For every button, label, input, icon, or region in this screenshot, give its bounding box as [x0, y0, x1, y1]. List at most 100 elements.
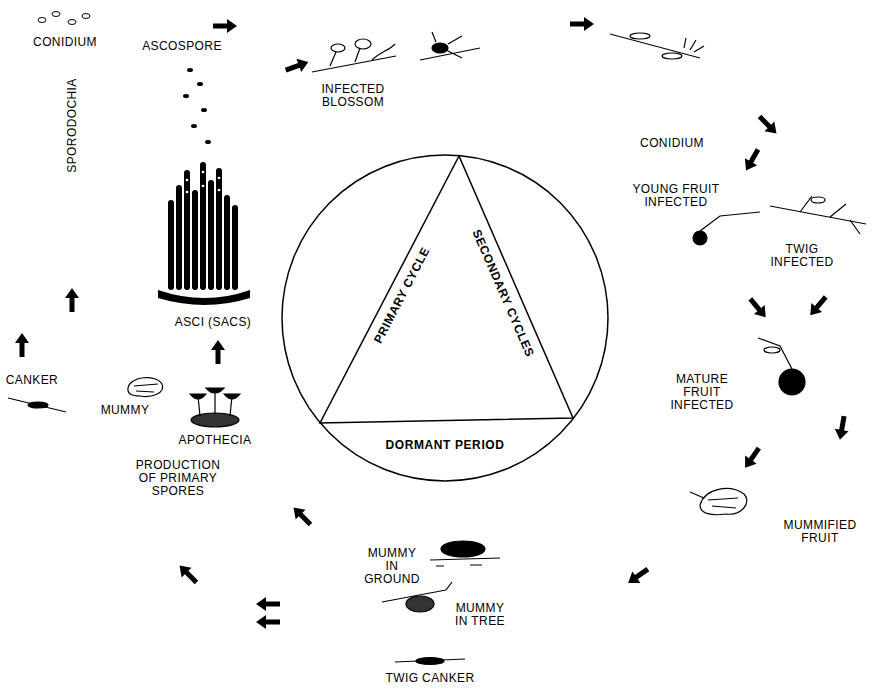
circle-outline	[282, 155, 608, 481]
asci-sketch	[184, 170, 190, 290]
stage-label: YOUNG FRUIT INFECTED	[620, 183, 732, 209]
asci-sketch	[158, 162, 250, 305]
asci-sketch	[232, 205, 238, 290]
cycle-arrow	[211, 340, 225, 364]
asci-spores	[202, 185, 205, 188]
asci-spores	[202, 171, 205, 174]
infected-blossom-sketch	[355, 48, 360, 62]
cycle-phase-label: PRIMARY CYCLE	[372, 245, 433, 345]
ascospore-sketch	[191, 124, 197, 128]
young-fruit-sketch	[693, 231, 707, 245]
infected-blossom-sketch	[432, 32, 462, 58]
conidia-sketch	[38, 18, 46, 23]
twig-infected-sketch	[811, 197, 825, 203]
cycle-arrow	[15, 17, 851, 629]
asci-sketch	[192, 190, 198, 290]
cycle-arrow	[624, 563, 652, 588]
stage-label: CONIDIUM	[640, 137, 704, 150]
stage-label: CONIDIUM	[33, 36, 97, 49]
infected-blossom-sketch	[312, 56, 396, 72]
infected-blossom-sketch	[420, 48, 480, 60]
cycle-circle: PRIMARY CYCLESECONDARY CYCLESDORMANT PER…	[280, 153, 610, 483]
stage-label: MUMMY IN GROUND	[361, 547, 423, 586]
stage-label: CANKER	[6, 374, 58, 387]
conidia-twig-sketch	[610, 33, 704, 59]
mummy-in-ground-sketch	[441, 541, 485, 557]
asci-spores	[218, 189, 221, 192]
apothecia-sketch	[190, 394, 206, 399]
cycle-arrow	[213, 19, 237, 33]
asci-sketch	[168, 200, 174, 290]
cycle-phase-label: DORMANT PERIOD	[385, 439, 504, 452]
asci-spores	[186, 179, 189, 182]
mature-fruit-sketch	[758, 338, 792, 369]
conidia-sketch	[38, 12, 90, 25]
twig-canker-sketch	[416, 658, 444, 665]
conidia-sketch	[52, 12, 60, 17]
asci-sketch	[158, 290, 250, 305]
stage-label: PRODUCTION OF PRIMARY SPORES	[128, 459, 228, 498]
mummy-in-tree-sketch	[382, 582, 452, 612]
mummified-fruit-sketch	[690, 492, 738, 508]
cycle-arrow	[739, 444, 764, 472]
stage-label: MUMMIFIED FRUIT	[779, 519, 861, 545]
mummified-fruit-sketch	[690, 489, 747, 515]
canker-sketch	[8, 398, 66, 412]
mummy-sketch	[128, 378, 163, 397]
cycle-arrow	[745, 294, 771, 321]
mummy-in-ground-sketch	[430, 558, 500, 560]
stage-label: INFECTED BLOSSOM	[312, 83, 394, 109]
infected-blossom-sketch	[372, 44, 395, 60]
ascospore-sketch	[187, 68, 193, 72]
asci-sketch	[208, 180, 214, 290]
twig-infected-sketch	[800, 196, 860, 234]
cycle-arrow	[65, 288, 79, 312]
cycle-arrow	[805, 292, 831, 319]
ascospore-sketch	[205, 140, 211, 144]
cycle-arrow	[256, 615, 280, 629]
stage-label: ASCOSPORE	[142, 40, 222, 53]
infected-blossom-sketch	[331, 44, 345, 52]
mature-fruit-sketch	[758, 338, 805, 395]
asci-spores	[186, 191, 189, 194]
stage-label: MATURE FRUIT INFECTED	[666, 373, 738, 412]
conidia-twig-sketch	[684, 38, 704, 52]
infected-blossom-sketch	[355, 39, 371, 49]
stage-label: TWIG INFECTED	[766, 243, 838, 269]
canker-sketch	[28, 402, 48, 408]
mummy-in-tree-sketch	[446, 582, 452, 590]
stage-label: MUMMY	[101, 404, 150, 417]
young-fruit-sketch	[700, 212, 760, 231]
mature-fruit-sketch	[764, 347, 780, 353]
asci-sketch	[176, 185, 182, 290]
cycle-arrow	[570, 17, 594, 31]
stage-label: MUMMY IN TREE	[448, 602, 512, 628]
conidia-sketch	[68, 20, 76, 25]
twig-canker-sketch	[395, 658, 465, 665]
mummified-fruit-sketch	[700, 489, 747, 515]
twig-infected-sketch	[770, 196, 866, 234]
infected-blossom-sketch	[330, 52, 336, 66]
cycle-arrow	[289, 503, 316, 530]
conidia-sketch	[82, 14, 90, 19]
asci-sketch	[224, 195, 230, 290]
canker-sketch	[8, 398, 66, 412]
infected-blossom-sketch	[312, 32, 480, 72]
stage-label: ASCI (SACS)	[175, 316, 251, 329]
cycle-arrow	[256, 597, 280, 611]
conidia-twig-sketch	[630, 33, 650, 39]
infected-blossom-sketch	[432, 43, 448, 53]
cycle-triangle	[320, 156, 573, 423]
ascospore-sketch	[183, 94, 189, 98]
asci-sketch	[216, 168, 222, 290]
cycle-arrow	[740, 146, 764, 174]
cycle-arrow	[755, 112, 782, 139]
ascospore-sketch	[201, 108, 207, 112]
ascospore-sketch	[197, 82, 203, 86]
apothecia-sketch	[206, 388, 224, 393]
stage-label: APOTHECIA	[179, 434, 252, 447]
apothecia-sketch	[190, 388, 240, 427]
young-fruit-sketch	[693, 212, 760, 245]
mummy-sketch	[134, 384, 158, 392]
